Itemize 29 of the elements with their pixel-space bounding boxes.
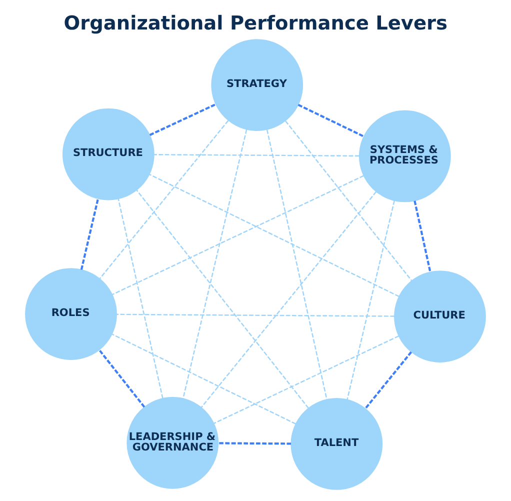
node-circle: STRATEGY xyxy=(211,39,304,131)
connector xyxy=(99,120,229,279)
connector xyxy=(136,190,309,409)
connector xyxy=(200,191,377,408)
connector xyxy=(285,120,412,281)
node-circle: TALENT xyxy=(290,398,383,490)
connector xyxy=(154,154,360,157)
connector xyxy=(346,200,395,400)
connector xyxy=(98,349,146,408)
connector xyxy=(218,442,291,445)
connector xyxy=(414,200,432,272)
node-circle: ROLES xyxy=(25,268,117,360)
connector xyxy=(149,174,400,298)
connector xyxy=(298,104,364,138)
connector xyxy=(118,198,164,399)
connector xyxy=(112,175,364,296)
connector xyxy=(364,351,412,410)
connector xyxy=(116,314,394,317)
connector xyxy=(112,334,296,425)
node-circle: CULTURE xyxy=(394,270,486,362)
node-circle: LEADERSHIP & GOVERNANCE xyxy=(126,396,219,489)
connector xyxy=(182,129,248,399)
connector xyxy=(80,198,100,270)
connector xyxy=(266,130,328,400)
diagram-title: Organizational Performance Levers xyxy=(64,12,448,35)
connector xyxy=(149,103,216,136)
connector xyxy=(214,335,400,424)
node-circle: SYSTEMS & PROCESSES xyxy=(358,110,451,202)
node-circle: STRUCTURE xyxy=(62,108,154,200)
